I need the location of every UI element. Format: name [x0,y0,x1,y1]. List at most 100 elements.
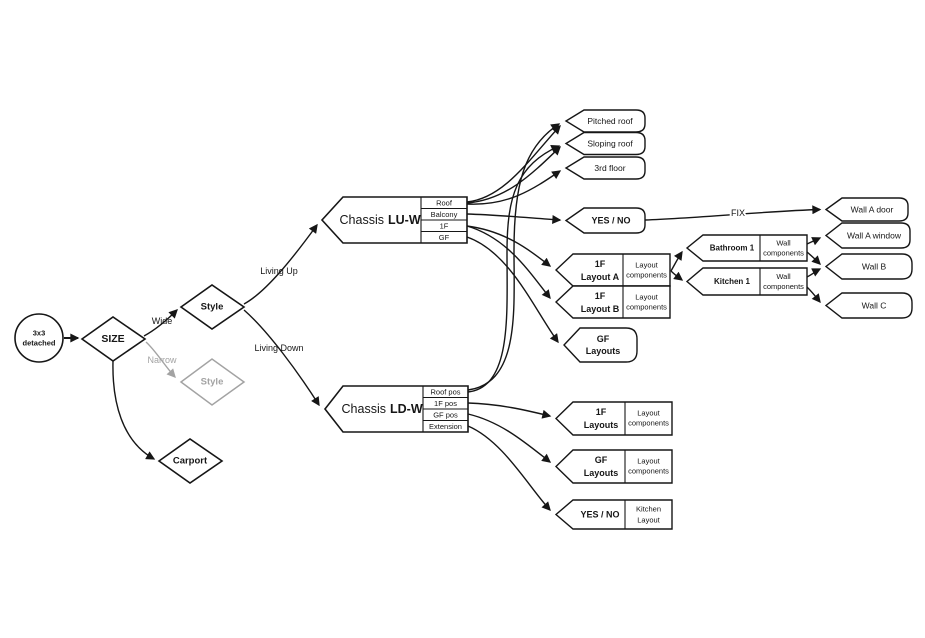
wall-a-door-label: Wall A door [851,205,894,215]
node-chassis-lu-w: Chassis LU-W Roof Balcony 1F GF [320,196,468,244]
layout-b-shape [554,285,671,319]
layout-a-line2: Layout A [581,272,620,282]
node-chassis-ld-w: Chassis LD-W Roof pos 1F pos GF pos Exte… [323,385,469,433]
layout-b-line1: 1F [595,291,606,301]
edge-bathroom-wall-a-window [806,237,822,246]
bathroom-shape [685,234,808,262]
chassis-lu-grid [420,197,467,243]
edge-size-style-wide [143,309,178,337]
chassis-lu-row-roof: Roof [436,199,453,208]
edge-bathroom-wall-b [806,251,821,265]
node-pitched-roof: Pitched roof [564,109,646,133]
layout-b-line2: Layout B [581,304,620,314]
kitchen-label: Kitchen 1 [714,277,751,286]
gf-layouts-top-line2: Layouts [586,346,621,356]
start-circle [14,313,64,363]
chassis-lu-row-1f: 1F [440,222,449,231]
node-wall-a-door: Wall A door [824,197,909,222]
start-line2: detached [23,339,56,348]
1f-layouts-line2: Layouts [584,420,619,430]
style-wide-diamond [179,284,246,330]
chassis-lu-name: Chassis [340,213,384,227]
wall-c-shape [824,292,913,319]
chassis-ld-row-extension: Extension [429,422,462,431]
1f-layouts-side1: Layout [637,409,660,418]
wall-a-window-label: Wall A window [847,231,902,241]
layout-b-side1: Layout [635,293,658,302]
node-1f-layout-b: 1F Layout B Layout components [554,285,671,319]
chassis-ld-row-gfpos: GF pos [433,411,458,420]
kitchen-side2: components [763,282,804,291]
edge-extension-yesno [467,425,551,511]
gf-layouts-top-shape [563,327,638,363]
edge-gfpos-gflayouts [467,413,552,463]
node-1f-layout-a: 1F Layout A Layout components [554,253,671,287]
edge-gf-gflayouts [466,236,559,344]
chassis-lu-row-gf: GF [439,233,450,242]
edge-1fpos-1flayouts [467,402,552,419]
edge-roofpos-sloping [467,145,561,393]
wall-b-label: Wall B [862,262,887,272]
chassis-ld-name: Chassis [342,402,386,416]
style-narrow-diamond [179,358,246,406]
node-yes-no-bottom: YES / NO Kitchen Layout [554,499,673,530]
edge-style-chassis-ld [243,309,320,407]
edge-components-kitchen [670,270,684,281]
sloping-roof-shape [564,131,646,156]
edge-labels: Wide Narrow Living Up Living Down FIX [147,206,747,365]
third-floor-label: 3rd floor [594,163,625,173]
1f-layouts-shape [554,401,673,436]
wall-b-shape [824,253,913,280]
node-wall-b: Wall B [824,253,913,280]
gf-layouts-top-line1: GF [597,334,610,344]
gf-layouts-bottom-shape [554,449,673,484]
bathroom-side1: Wall [776,239,791,248]
yes-no-bottom-label: YES / NO [580,510,619,520]
layout-b-side2: components [626,303,667,312]
gf-layouts-bottom-line2: Layouts [584,468,619,478]
pitched-roof-label: Pitched roof [587,116,633,126]
chassis-ld-row-1fpos: 1F pos [434,399,457,408]
carport-diamond [157,438,224,484]
node-carport: Carport [157,438,224,484]
node-third-floor: 3rd floor [564,156,646,180]
edge-balcony-yesno [466,213,562,224]
edge-kitchen-wall-b [806,268,822,278]
edge-label-living-up: Living Up [260,266,298,276]
wall-a-window-shape [824,222,911,249]
node-wall-c: Wall C [824,292,913,319]
start-line1: 3x3 [33,329,46,338]
edge-components-bathroom [670,250,683,272]
1f-layouts-side2: components [628,419,669,428]
sloping-roof-label: Sloping roof [587,139,633,149]
wall-a-door-shape [824,197,909,222]
chassis-lu-variant: LU-W [388,213,421,227]
gf-layouts-bottom-side1: Layout [637,457,660,466]
edge-size-style-narrow [145,341,176,378]
yes-no-top-shape [564,207,646,234]
bathroom-side2: components [763,249,804,258]
third-floor-shape [564,156,646,180]
node-size: SIZE [80,316,147,362]
gf-layouts-bottom-side2: components [628,467,669,476]
edge-label-living-down: Living Down [254,343,303,353]
node-bathroom-1: Bathroom 1 Wall components [685,234,808,262]
size-diamond [80,316,147,362]
style-wide-label: Style [201,302,224,313]
1f-layouts-line1: 1F [596,407,607,417]
chassis-ld-grid [422,386,468,432]
edge-roof-pitched [466,125,561,203]
node-wall-a-window: Wall A window [824,222,911,249]
edges [64,123,822,511]
edge-1f-layout-b [466,225,551,300]
chassis-ld-row-roofpos: Roof pos [430,388,460,397]
yes-no-bottom-side1: Kitchen [636,505,661,514]
bathroom-label: Bathroom 1 [710,244,755,253]
kitchen-side1: Wall [776,272,791,281]
edge-1f-layout-a [466,225,552,267]
chassis-ld-variant: LD-W [390,402,423,416]
edge-roofpos-pitched [467,123,561,391]
node-gf-layouts-bottom: GF Layouts Layout components [554,449,673,484]
